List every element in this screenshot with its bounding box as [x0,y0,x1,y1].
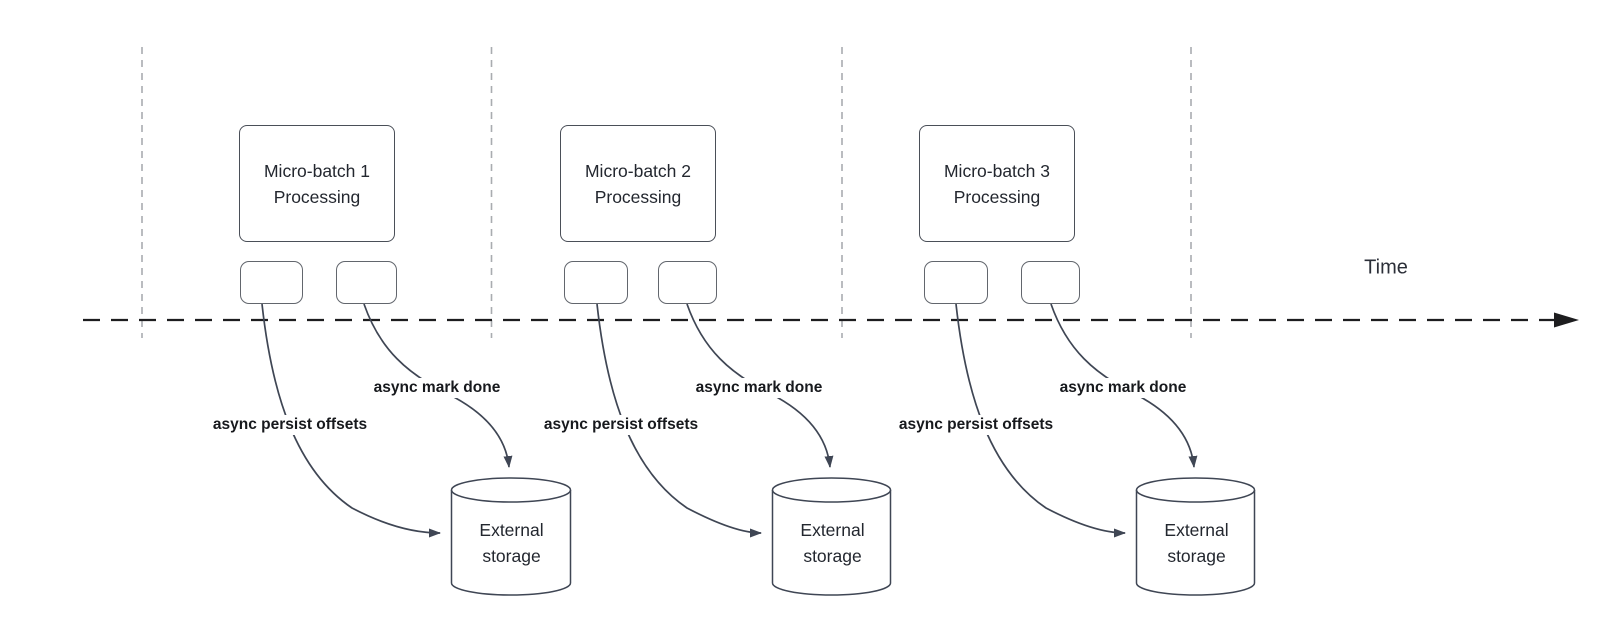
microbatch-1-title: Micro-batch 1 [263,160,370,181]
storage-cylinder-2 [771,477,892,596]
storage-label-3: External storage [1164,520,1229,566]
microbatch-1-box: Micro-batch 1 Processing [239,125,395,242]
storage-label-1: External storage [479,520,544,566]
persist-offsets-label-3: async persist offsets [894,415,1058,435]
mark-done-label-2: async mark done [691,378,827,398]
microbatch-3-box: Micro-batch 3 Processing [919,125,1075,242]
microbatch-2-box: Micro-batch 2 Processing [560,125,716,242]
microbatch-2-title: Micro-batch 2 [584,160,691,181]
mark-done-label-3: async mark done [1055,378,1191,398]
offset-task-box-3 [924,261,988,304]
done-task-box-2 [658,261,717,304]
microbatch-3-title: Micro-batch 3 [943,160,1050,181]
storage-label-2: External storage [800,520,865,566]
persist-offsets-label-2: async persist offsets [539,415,703,435]
done-task-box-1 [336,261,397,304]
offset-task-box-1 [240,261,303,304]
timeline-arrowhead-icon [1554,312,1579,328]
storage-cylinder-1 [450,477,572,596]
mark-done-label-1: async mark done [369,378,505,398]
persist-offsets-arrow-2 [596,303,762,538]
offset-task-box-2 [564,261,628,304]
microbatch-2-subtitle: Processing [594,186,682,207]
microbatch-3-subtitle: Processing [953,186,1041,207]
persist-offsets-arrow-1 [261,303,441,538]
time-label: Time [1364,256,1408,279]
persist-offsets-arrow-3 [955,303,1126,538]
done-task-box-3 [1021,261,1080,304]
storage-cylinder-3 [1135,477,1256,596]
microbatch-1-subtitle: Processing [273,186,361,207]
persist-offsets-label-1: async persist offsets [208,415,372,435]
